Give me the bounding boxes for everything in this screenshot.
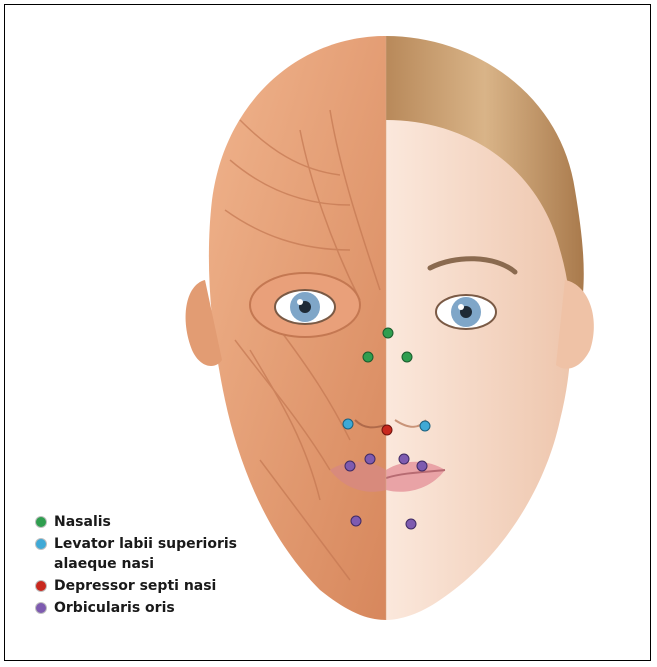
legend-label: Nasalis [54,512,274,532]
legend-item-orbicularis-oris: Orbicularis oris [36,598,274,618]
legend: Nasalis Levator labii superioris alaeque… [36,512,274,620]
orbicularis-oris-marker [351,516,361,526]
nasalis-marker [363,352,373,362]
nasalis-swatch [36,517,46,527]
legend-label: Depressor septi nasi [54,576,274,596]
legend-label: Orbicularis oris [54,598,274,618]
skin-half [386,36,594,620]
depressor-septi-marker [382,425,392,435]
levator-labii-marker [343,419,353,429]
orbicularis-oris-marker [417,461,427,471]
orbicularis-oris-marker [345,461,355,471]
legend-label: Levator labii superioris alaeque nasi [54,534,274,574]
depressor-septi-swatch [36,581,46,591]
nasalis-marker [402,352,412,362]
legend-item-depressor-septi: Depressor septi nasi [36,576,274,596]
legend-item-levator-labii: Levator labii superioris alaeque nasi [36,534,274,574]
levator-labii-marker [420,421,430,431]
levator-labii-swatch [36,539,46,549]
nasalis-marker [383,328,393,338]
orbicularis-oris-marker [406,519,416,529]
orbicularis-oris-swatch [36,603,46,613]
orbicularis-oris-marker [365,454,375,464]
orbicularis-oris-marker [399,454,409,464]
legend-item-nasalis: Nasalis [36,512,274,532]
